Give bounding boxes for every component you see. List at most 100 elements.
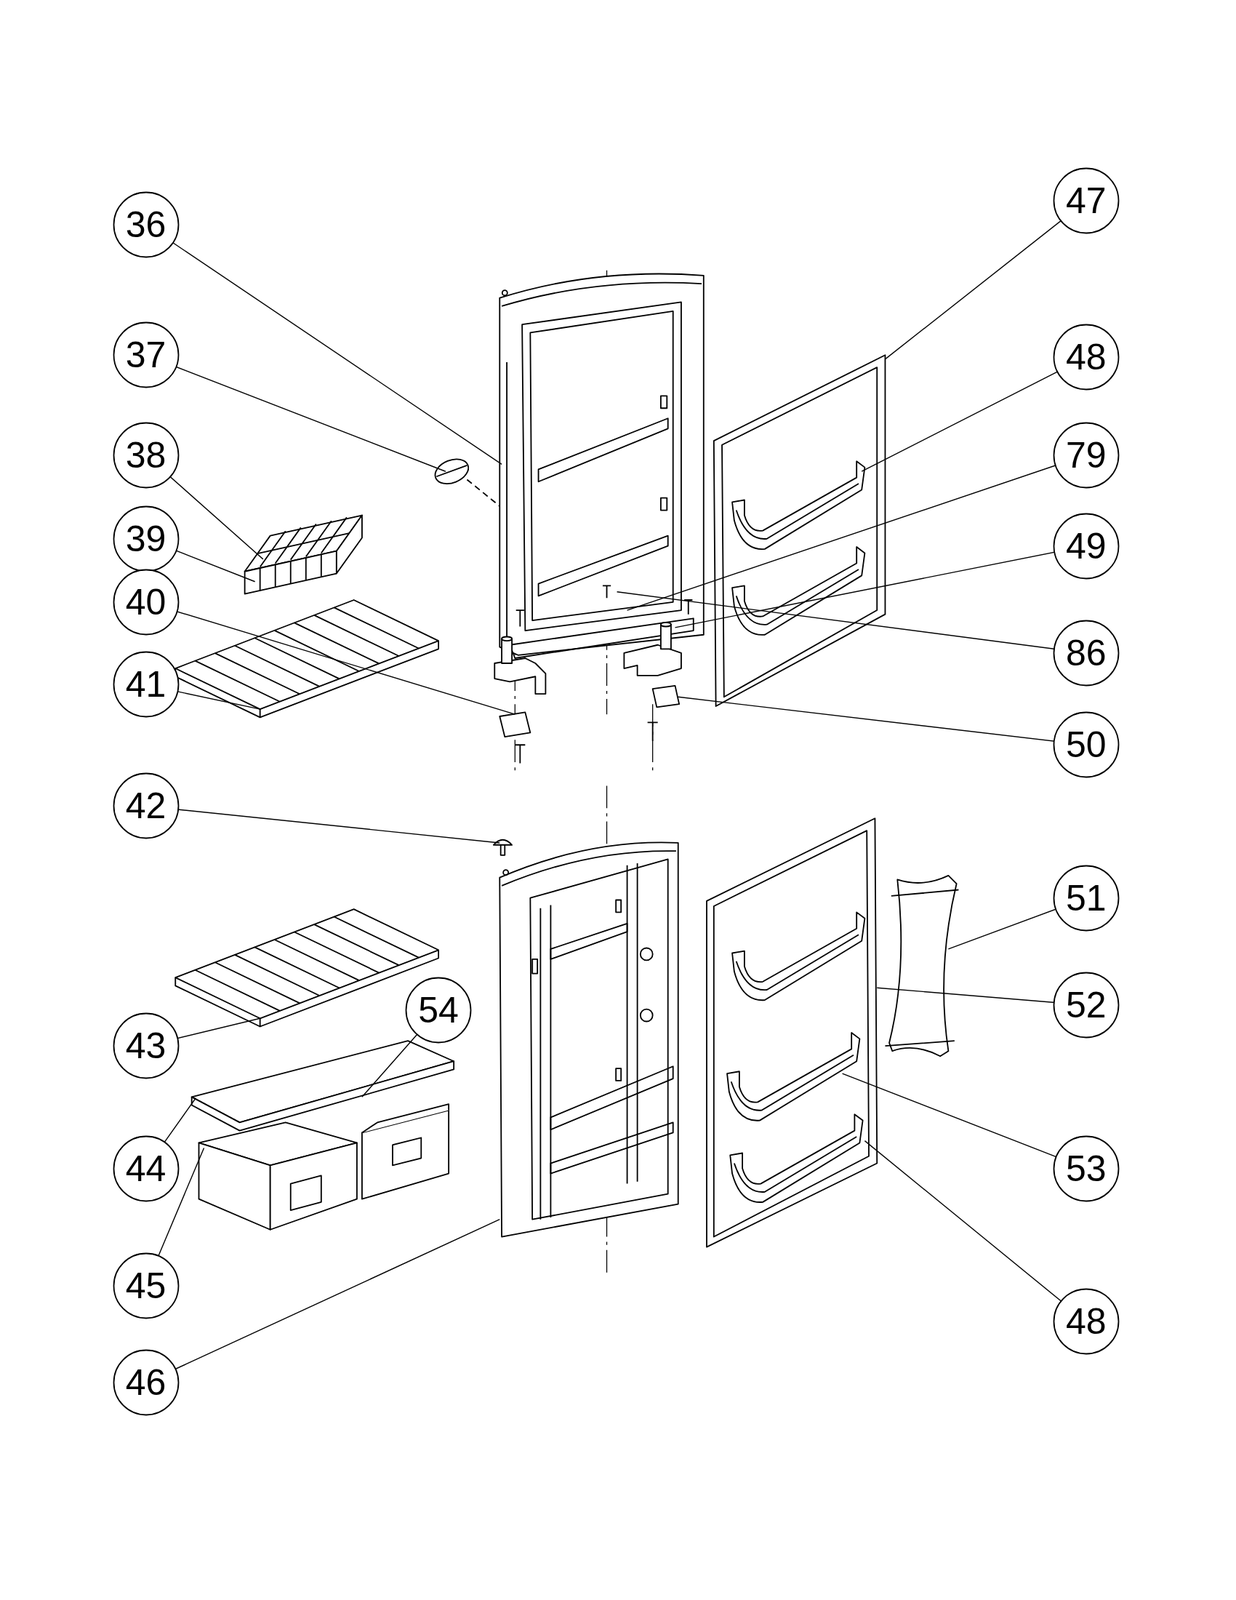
egg-part [436,465,467,477]
door-stop [500,844,506,856]
hinge-parts [494,585,693,763]
callout-number: 46 [125,1363,167,1401]
fridge-door-liner [499,841,678,1236]
freezer-door-liner [522,301,682,631]
callout-text-box: 53 [1052,1134,1120,1202]
hinge-parts [516,610,525,626]
fridge-door-liner [550,923,627,959]
freezer-door-liner [538,535,669,597]
crisper-set [191,1040,454,1230]
callout-circle: 49 [1052,512,1120,580]
leader-line [627,455,1087,611]
fridge-door-panel [706,817,877,1247]
leader-line [617,591,1087,653]
freezer-door-liner [660,395,667,408]
crisper-set [290,1174,322,1210]
callout-number: 47 [1065,182,1107,219]
ice-tray [260,554,322,592]
fridge-door-liner [540,905,551,1220]
crisper-set [270,1142,357,1229]
callout-circle: 50 [1052,711,1120,778]
callout-number: 41 [125,665,167,703]
callout-text-box: 42 [112,772,180,840]
door-handle [884,875,959,1056]
callout-text-box: 47 [1052,167,1120,235]
callout-number: 86 [1065,634,1107,672]
egg-part [466,479,500,506]
leader-line [861,356,1087,472]
callout-ring [113,652,179,717]
callout-number: 52 [1065,986,1107,1023]
callout-text-box: 51 [1052,864,1120,932]
callout-circle: 44 [112,1134,180,1202]
callout-circle: 45 [112,1251,180,1319]
freezer-door-liner [506,362,508,641]
fridge-door-liner [501,850,677,886]
egg-part [431,454,500,507]
crisper-set [199,1142,271,1229]
callout-text-box: 45 [112,1251,180,1319]
illustration [175,908,439,1026]
fridge-door-liner [532,958,538,974]
leader-line [864,1140,1086,1322]
fridge-door-liner [550,1065,673,1130]
callout-ring [113,773,179,839]
callout-number: 48 [1065,338,1107,376]
callout-number: 38 [125,436,167,474]
callout-text-box: 44 [112,1134,180,1202]
callout-circle: 43 [112,1012,180,1079]
callout-number: 53 [1065,1150,1107,1187]
hinge-parts [602,585,611,598]
crisper-set [191,1040,454,1122]
callout-ring [113,1350,179,1415]
freezer-door-liner [530,311,673,621]
door-handle [884,889,959,1047]
hinge-parts [684,599,693,615]
callout-ring [113,422,179,488]
hinge-parts [514,744,525,763]
callout-circle: 86 [1052,619,1120,687]
fridge-door-panel [729,1113,863,1202]
wire-shelf [175,599,439,709]
freezer-door-liner [538,418,669,482]
callout-number: 37 [125,336,167,373]
callout-ring [113,1252,179,1318]
callout-text-box: 37 [112,321,180,389]
freezer-door-liner [660,498,667,511]
freezer-door-liner [502,290,508,296]
callout-text-box: 36 [112,191,180,259]
callout-circle: 54 [404,976,472,1044]
leader-line [884,200,1086,359]
callout-ring [1053,513,1119,579]
callout-text-box: 38 [112,421,180,489]
callout-ring [113,191,179,257]
callout-text-box: 49 [1052,512,1120,580]
callout-text-box: 79 [1052,421,1120,489]
callout-text-box: 86 [1052,619,1120,687]
leader-line [678,696,1087,745]
freezer-door-liner [499,273,704,658]
callout-circle: 48 [1052,1287,1120,1355]
callout-circle: 48 [1052,323,1120,391]
freezer-door-liner [501,282,702,307]
wire-shelf [260,640,439,717]
freezer-door-liner [499,273,704,655]
callout-number: 48 [1065,1302,1107,1340]
callout-circle: 41 [112,650,180,718]
illustration [146,200,1087,1383]
crisper-set [392,1137,421,1165]
callout-circle: 79 [1052,421,1120,489]
freezer-door-panel [721,367,877,697]
leader-line [146,602,516,714]
callout-circle: 53 [1052,1134,1120,1202]
freezer-door-panel [713,354,886,706]
callout-text-box: 48 [1052,323,1120,391]
leader-line [146,224,503,465]
leader-line [146,1219,501,1383]
callout-circle: 46 [112,1348,180,1416]
callout-text-box: 43 [112,1012,180,1079]
leader-line [146,354,446,472]
callout-ring [113,1013,179,1079]
